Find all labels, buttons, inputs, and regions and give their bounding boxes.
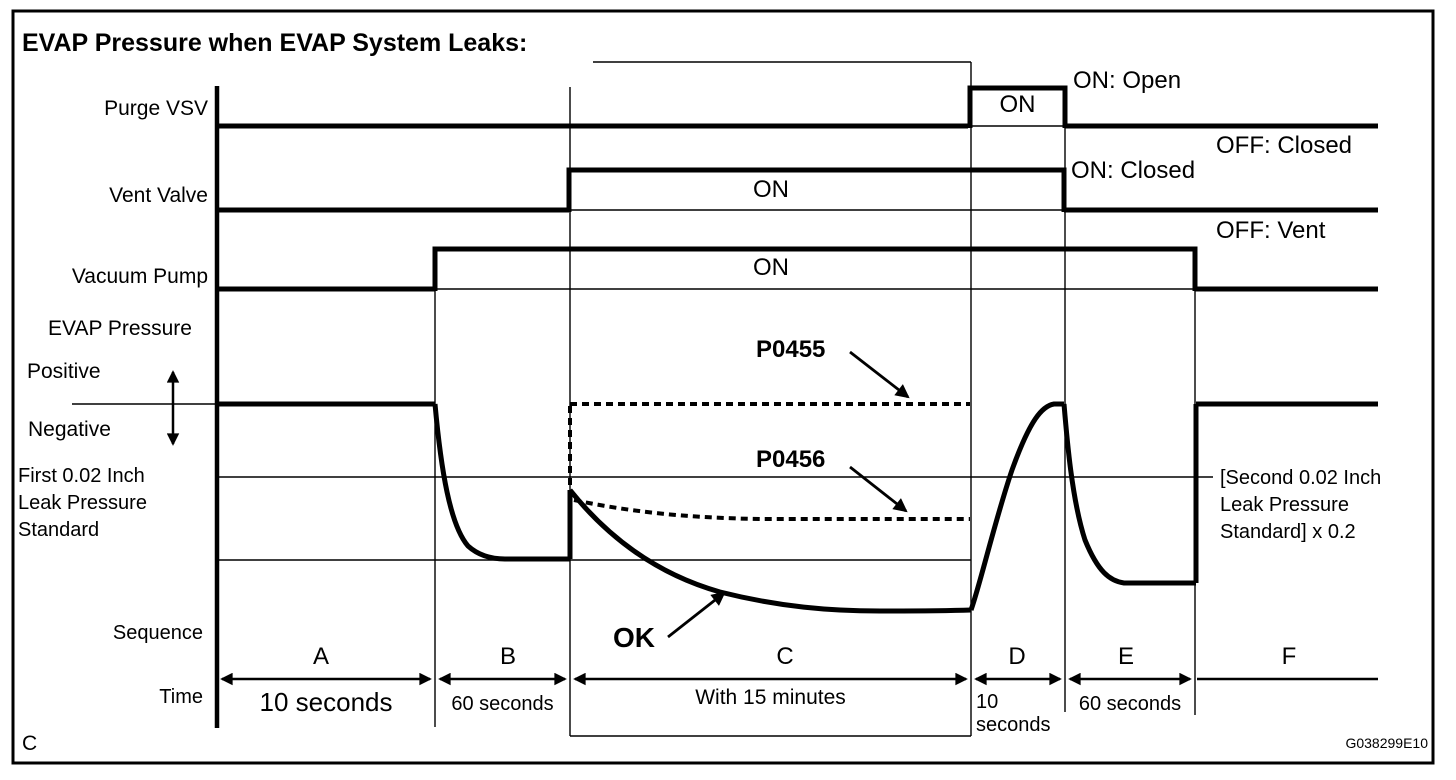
- second-standard-label: [Second 0.02 Inch Leak Pressure Standard…: [1220, 465, 1381, 546]
- p0456-dashed-curve: [573, 498, 970, 521]
- time-text-e: 60 seconds: [1078, 693, 1182, 715]
- evap-pulldown-curve-b: [432, 403, 570, 562]
- evap-rise-curve-d: [968, 401, 1064, 611]
- vacuum-pump-on-pulse: [432, 246, 1198, 291]
- vacuum-pump-label: Vacuum Pump: [71, 265, 208, 288]
- positive-label: Positive: [27, 360, 101, 383]
- time-text-a: 10 seconds: [259, 687, 393, 717]
- first-standard-line1: First 0.02 Inch: [18, 465, 145, 487]
- c-section-highlight-box: [569, 61, 972, 737]
- purge-vsv-legend-on: ON: Open: [1073, 67, 1182, 94]
- vacuum-pump-on-text: ON: [753, 254, 789, 281]
- sequence-label: Sequence: [112, 622, 203, 644]
- evap-ok-leak-curve-c: [568, 488, 972, 614]
- evap-pulldown-curve-e: [1061, 403, 1196, 586]
- purge-vsv-label: Purge VSV: [104, 97, 208, 120]
- corner-label: C: [22, 732, 38, 755]
- second-standard-line2: Leak Pressure: [1220, 494, 1349, 516]
- vent-valve-legend-off: OFF: Vent: [1216, 217, 1326, 244]
- p0456-callout-arrow: [849, 465, 908, 513]
- vent-valve-on-text: ON: [753, 176, 789, 203]
- negative-label: Negative: [28, 418, 111, 441]
- first-standard-line2: Leak Pressure: [18, 492, 147, 514]
- purge-vsv-on-pulse: [967, 85, 1068, 128]
- evap-pressure-label: EVAP Pressure: [48, 317, 192, 340]
- second-standard-line3: Standard] x 0.2: [1220, 521, 1356, 543]
- vent-valve-on-pulse: [566, 167, 1067, 212]
- figure-code: G038299E10: [1345, 735, 1428, 751]
- first-standard-label: First 0.02 Inch Leak Pressure Standard: [18, 463, 147, 544]
- vent-valve-legend-on: ON: Closed: [1071, 157, 1196, 184]
- time-text-b: 60 seconds: [451, 693, 554, 715]
- sequence-letter-a: A: [312, 643, 329, 670]
- first-standard-line3: Standard: [18, 519, 100, 541]
- purge-vsv-on-text: ON: [999, 91, 1036, 118]
- time-label: Time: [159, 686, 203, 708]
- sequence-letter-c: C: [776, 643, 794, 670]
- time-text-d: 10 seconds: [976, 691, 1051, 736]
- ok-label: OK: [613, 622, 655, 653]
- vent-valve-label: Vent Valve: [109, 184, 208, 207]
- purge-vsv-legend-off: OFF: Closed: [1216, 132, 1353, 159]
- second-standard-line1: [Second 0.02 Inch: [1220, 467, 1382, 489]
- page-title: EVAP Pressure when EVAP System Leaks:: [22, 29, 528, 57]
- sequence-letter-b: B: [499, 643, 516, 670]
- p0455-callout-arrow: [849, 350, 910, 399]
- sequence-letter-d: D: [1008, 643, 1026, 670]
- sequence-letter-f: F: [1281, 643, 1297, 670]
- p0456-label: P0456: [756, 446, 826, 473]
- ok-callout-arrow: [667, 591, 726, 639]
- frame-border: [11, 9, 1435, 765]
- p0455-label: P0455: [756, 336, 826, 363]
- sequence-letter-e: E: [1117, 643, 1134, 670]
- time-text-c: With 15 minutes: [695, 686, 846, 709]
